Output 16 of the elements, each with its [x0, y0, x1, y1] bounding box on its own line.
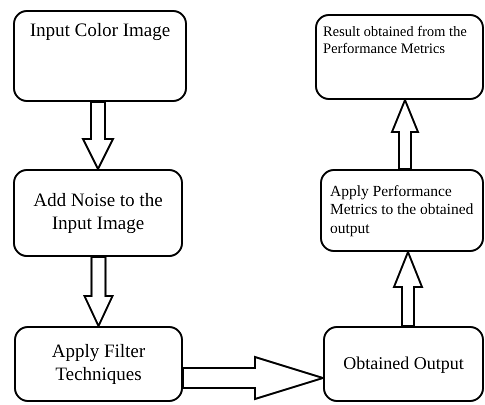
block-arrow: [82, 256, 114, 328]
process-box: [13, 169, 183, 257]
process-box: [323, 326, 484, 402]
process-box: [13, 10, 187, 102]
box-text: Apply Filter Techniques: [50, 341, 146, 387]
box-text: Apply Performance Metrics to the obtained output: [330, 182, 474, 238]
process-box: [14, 326, 183, 402]
block-arrow: [392, 249, 424, 327]
box-text: Add Noise to the Input Image: [32, 190, 164, 236]
process-box: [315, 14, 484, 100]
box-text: Result obtained from the Performance Metrics: [323, 24, 468, 59]
box-text: Obtained Output: [343, 353, 464, 375]
process-box: [320, 169, 484, 252]
block-arrow: [81, 101, 115, 172]
block-arrow: [390, 97, 420, 170]
box-text: Input Color Image: [30, 20, 170, 43]
